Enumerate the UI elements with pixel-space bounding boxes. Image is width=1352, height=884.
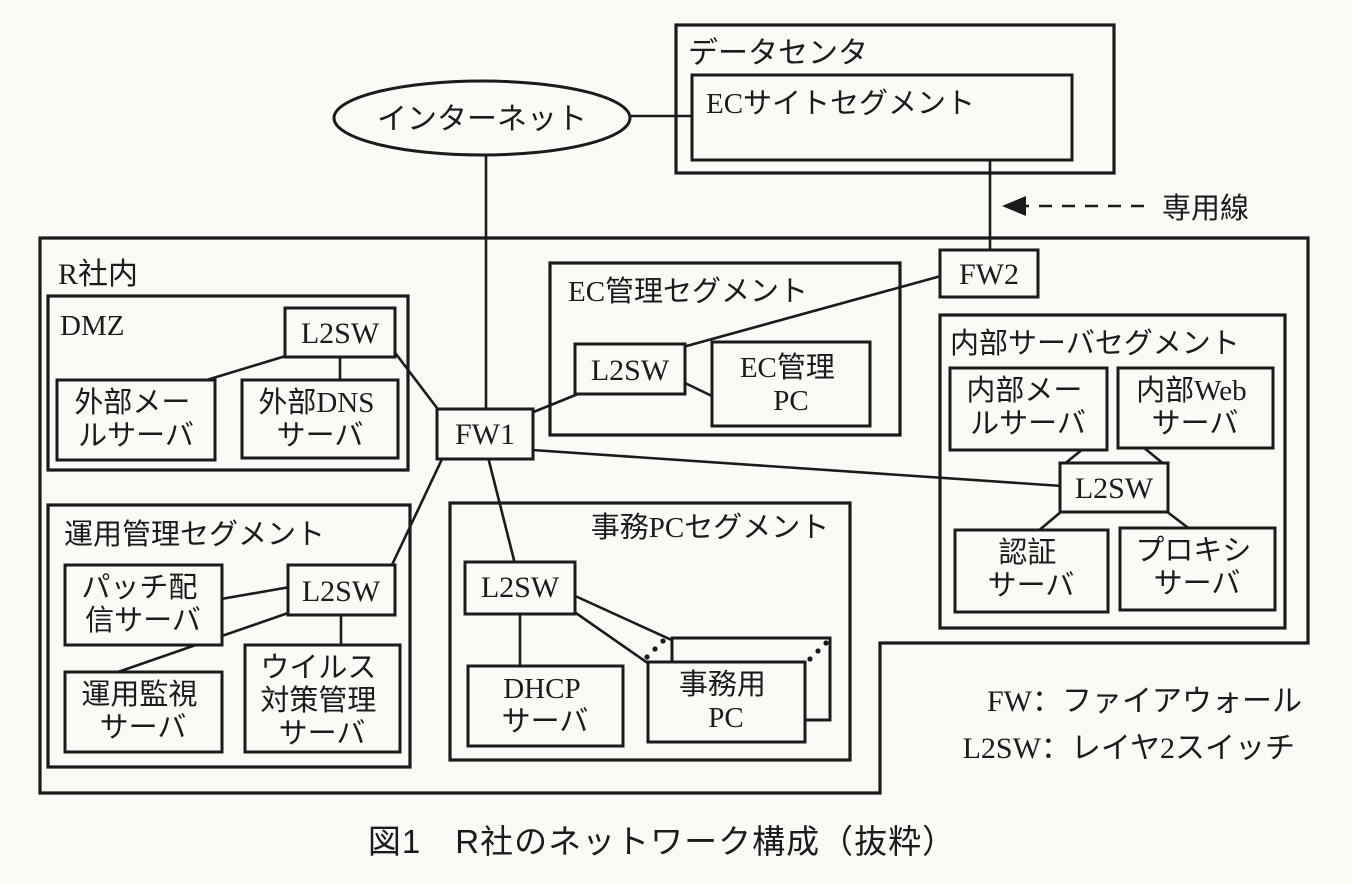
auth-server-label: 認証 サーバ (988, 536, 1075, 602)
ext-dns-server-node (240, 378, 400, 460)
link-dmz-l2sw-fw1 (391, 349, 442, 413)
link-ecmgmt-l2sw-fw1 (530, 392, 579, 415)
company-r-label: R社内 (58, 258, 138, 291)
link-fw1-office-l2sw (486, 456, 517, 565)
ext-dns-server-label: 外部DNS サーバ (258, 386, 381, 452)
ec-mgmt-pc-node (710, 340, 872, 428)
auth-server-node (953, 528, 1110, 614)
dmz-label: DMZ (60, 310, 124, 342)
link-fw1-internal-l2sw (531, 448, 1063, 488)
monitor-server-label: 運用監視 サーバ (81, 678, 204, 744)
fw1-label: FW1 (455, 418, 515, 451)
office-l2sw-label: L2SW (481, 571, 560, 604)
fw2-label: FW2 (959, 258, 1019, 291)
ecmgmt-l2sw-label: L2SW (591, 354, 670, 387)
link-office-l2sw-pc-upper (572, 593, 677, 644)
figure-caption: 図1 R社のネットワーク構成（抜粋） (368, 823, 956, 860)
patch-server-label: パッチ配 信サーバ (81, 572, 204, 637)
fw1-node (435, 407, 535, 461)
dhcp-server-node (466, 664, 625, 748)
ecmgmt-l2sw-node (573, 342, 687, 396)
ec-site-segment-box (690, 73, 1074, 162)
office-pc-front-node (646, 660, 807, 744)
proxy-server-node (1118, 526, 1277, 612)
internet-label: インターネット (377, 103, 587, 136)
link-office-l2sw-pc-lower (572, 609, 653, 668)
internal-web-server-label: 内部Web サーバ (1136, 374, 1254, 440)
internal-segment-label: 内部サーバセグメント (950, 327, 1240, 360)
internal-mail-server-label: 内部メー ルサーバ (966, 374, 1089, 440)
datacenter-label: データセンタ (688, 37, 868, 70)
office-segment-label: 事務PCセグメント (591, 511, 829, 544)
antivirus-server-node (243, 643, 402, 754)
ops-l2sw-node (286, 563, 397, 617)
link-dmz-l2sw-extmail (199, 353, 290, 384)
link-ecmgmt-l2sw-ecpc (684, 381, 715, 399)
dhcp-server-label: DHCP サーバ (502, 673, 589, 738)
ops-l2sw-label: L2SW (302, 575, 381, 608)
dedicated-line-label: 専用線 (1162, 192, 1249, 225)
internal-l2sw-node (1058, 461, 1170, 514)
antivirus-server-label: ウイルス 対策管理 サーバ (260, 652, 383, 750)
ext-mail-server-node (55, 378, 217, 462)
dmz-l2sw-label: L2SW (301, 317, 380, 350)
ec-mgmt-pc-label: EC管理 PC (740, 351, 842, 417)
internal-web-server-node (1116, 366, 1275, 450)
legend-fw: FW：ファイアウォール (987, 685, 1302, 718)
proxy-server-label: プロキシ サーバ (1135, 535, 1258, 600)
link-fw1-ops-l2sw (389, 456, 445, 568)
link-patch-ops-l2sw (220, 585, 291, 601)
internal-mail-server-node (948, 366, 1109, 452)
dedicated-line-arrowhead (1002, 196, 1026, 216)
internal-l2sw-label: L2SW (1075, 472, 1154, 505)
ext-mail-server-label: 外部メー ルサーバ (74, 386, 197, 452)
monitor-server-node (63, 670, 224, 754)
legend-l2sw: L2SW：レイヤ2スイッチ (963, 732, 1295, 765)
patch-server-node (63, 563, 224, 647)
office-pc-ellipsis-left (644, 638, 666, 660)
dmz-l2sw-node (283, 306, 397, 359)
link-fw2-ecmgmt-l2sw (682, 274, 942, 349)
office-pc-label: 事務用 PC (679, 668, 773, 734)
internet-cloud (332, 79, 632, 157)
fw2-node (938, 248, 1040, 299)
ops-segment-label: 運用管理セグメント (64, 518, 325, 551)
ec-mgmt-segment-label: EC管理セグメント (568, 275, 808, 308)
office-pc-ellipsis-right (807, 640, 829, 662)
ec-site-segment-label: ECサイトセグメント (706, 87, 975, 120)
office-l2sw-node (463, 560, 577, 616)
